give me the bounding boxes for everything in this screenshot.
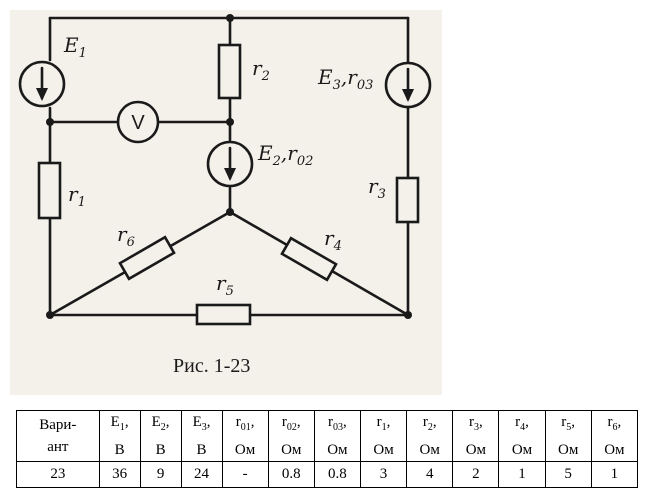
source-e2 xyxy=(206,140,254,188)
table-value-cell: 0.8 xyxy=(313,461,361,488)
label-r3: r3 xyxy=(368,174,386,202)
table-header-cell: r1,Ом xyxy=(359,410,408,462)
table-header-cell: r4,Ом xyxy=(498,410,546,462)
table-header-cell: r2,Ом xyxy=(406,410,454,462)
resistor-r4 xyxy=(280,236,338,282)
table-header-cell: Вари-ант xyxy=(16,410,100,462)
table-value-cell: 1 xyxy=(590,461,639,488)
resistor-r6 xyxy=(118,235,176,281)
resistor-r2 xyxy=(217,43,242,100)
label-r2: r2 xyxy=(252,56,270,84)
table-value-cell: 36 xyxy=(98,461,141,488)
resistor-r1 xyxy=(37,161,62,220)
table-value-cell: 5 xyxy=(544,461,592,488)
label-e2: E2,r02 xyxy=(257,141,313,169)
label-r5: r5 xyxy=(216,271,234,299)
table-value-cell: 23 xyxy=(16,461,100,488)
table-header-cell: r5,Ом xyxy=(544,410,592,462)
resistor-r5 xyxy=(195,303,252,326)
table-header-cell: E3,В xyxy=(180,410,223,462)
resistor-r3 xyxy=(395,176,420,224)
source-e1 xyxy=(18,60,66,108)
table-value-cell: 9 xyxy=(139,461,182,488)
table-header-cell: r03,Ом xyxy=(313,410,361,462)
table-value-cell: 2 xyxy=(452,461,500,488)
label-r4: r4 xyxy=(324,226,342,254)
label-r1: r1 xyxy=(68,182,86,210)
table-header-cell: r3,Ом xyxy=(452,410,500,462)
table-value-cell: 24 xyxy=(180,461,223,488)
circuit-diagram: V E1 r2 E3,r03 E2,r02 r1 r3 r6 r4 r5 Рис… xyxy=(10,10,442,395)
table-value-cell: 3 xyxy=(359,461,408,488)
figure-caption: Рис. 1-23 xyxy=(173,355,250,377)
table-header-cell: E1,В xyxy=(98,410,141,462)
table-value-cell: 0.8 xyxy=(267,461,315,488)
voltmeter: V xyxy=(116,100,160,144)
table-header-cell: E2,В xyxy=(139,410,182,462)
table-value-cell: 1 xyxy=(498,461,546,488)
table-header-cell: r02,Ом xyxy=(267,410,315,462)
table-value-cell: - xyxy=(221,461,269,488)
label-e1: E1 xyxy=(63,33,87,61)
table-value-cell: 4 xyxy=(406,461,454,488)
label-e3: E3,r03 xyxy=(317,65,373,93)
table-header-cell: r01,Ом xyxy=(221,410,269,462)
table-header-cell: r6,Ом xyxy=(590,410,639,462)
junction-nodes xyxy=(46,14,412,319)
source-e3 xyxy=(384,61,432,109)
voltmeter-symbol: V xyxy=(131,112,145,134)
label-r6: r6 xyxy=(117,222,135,250)
